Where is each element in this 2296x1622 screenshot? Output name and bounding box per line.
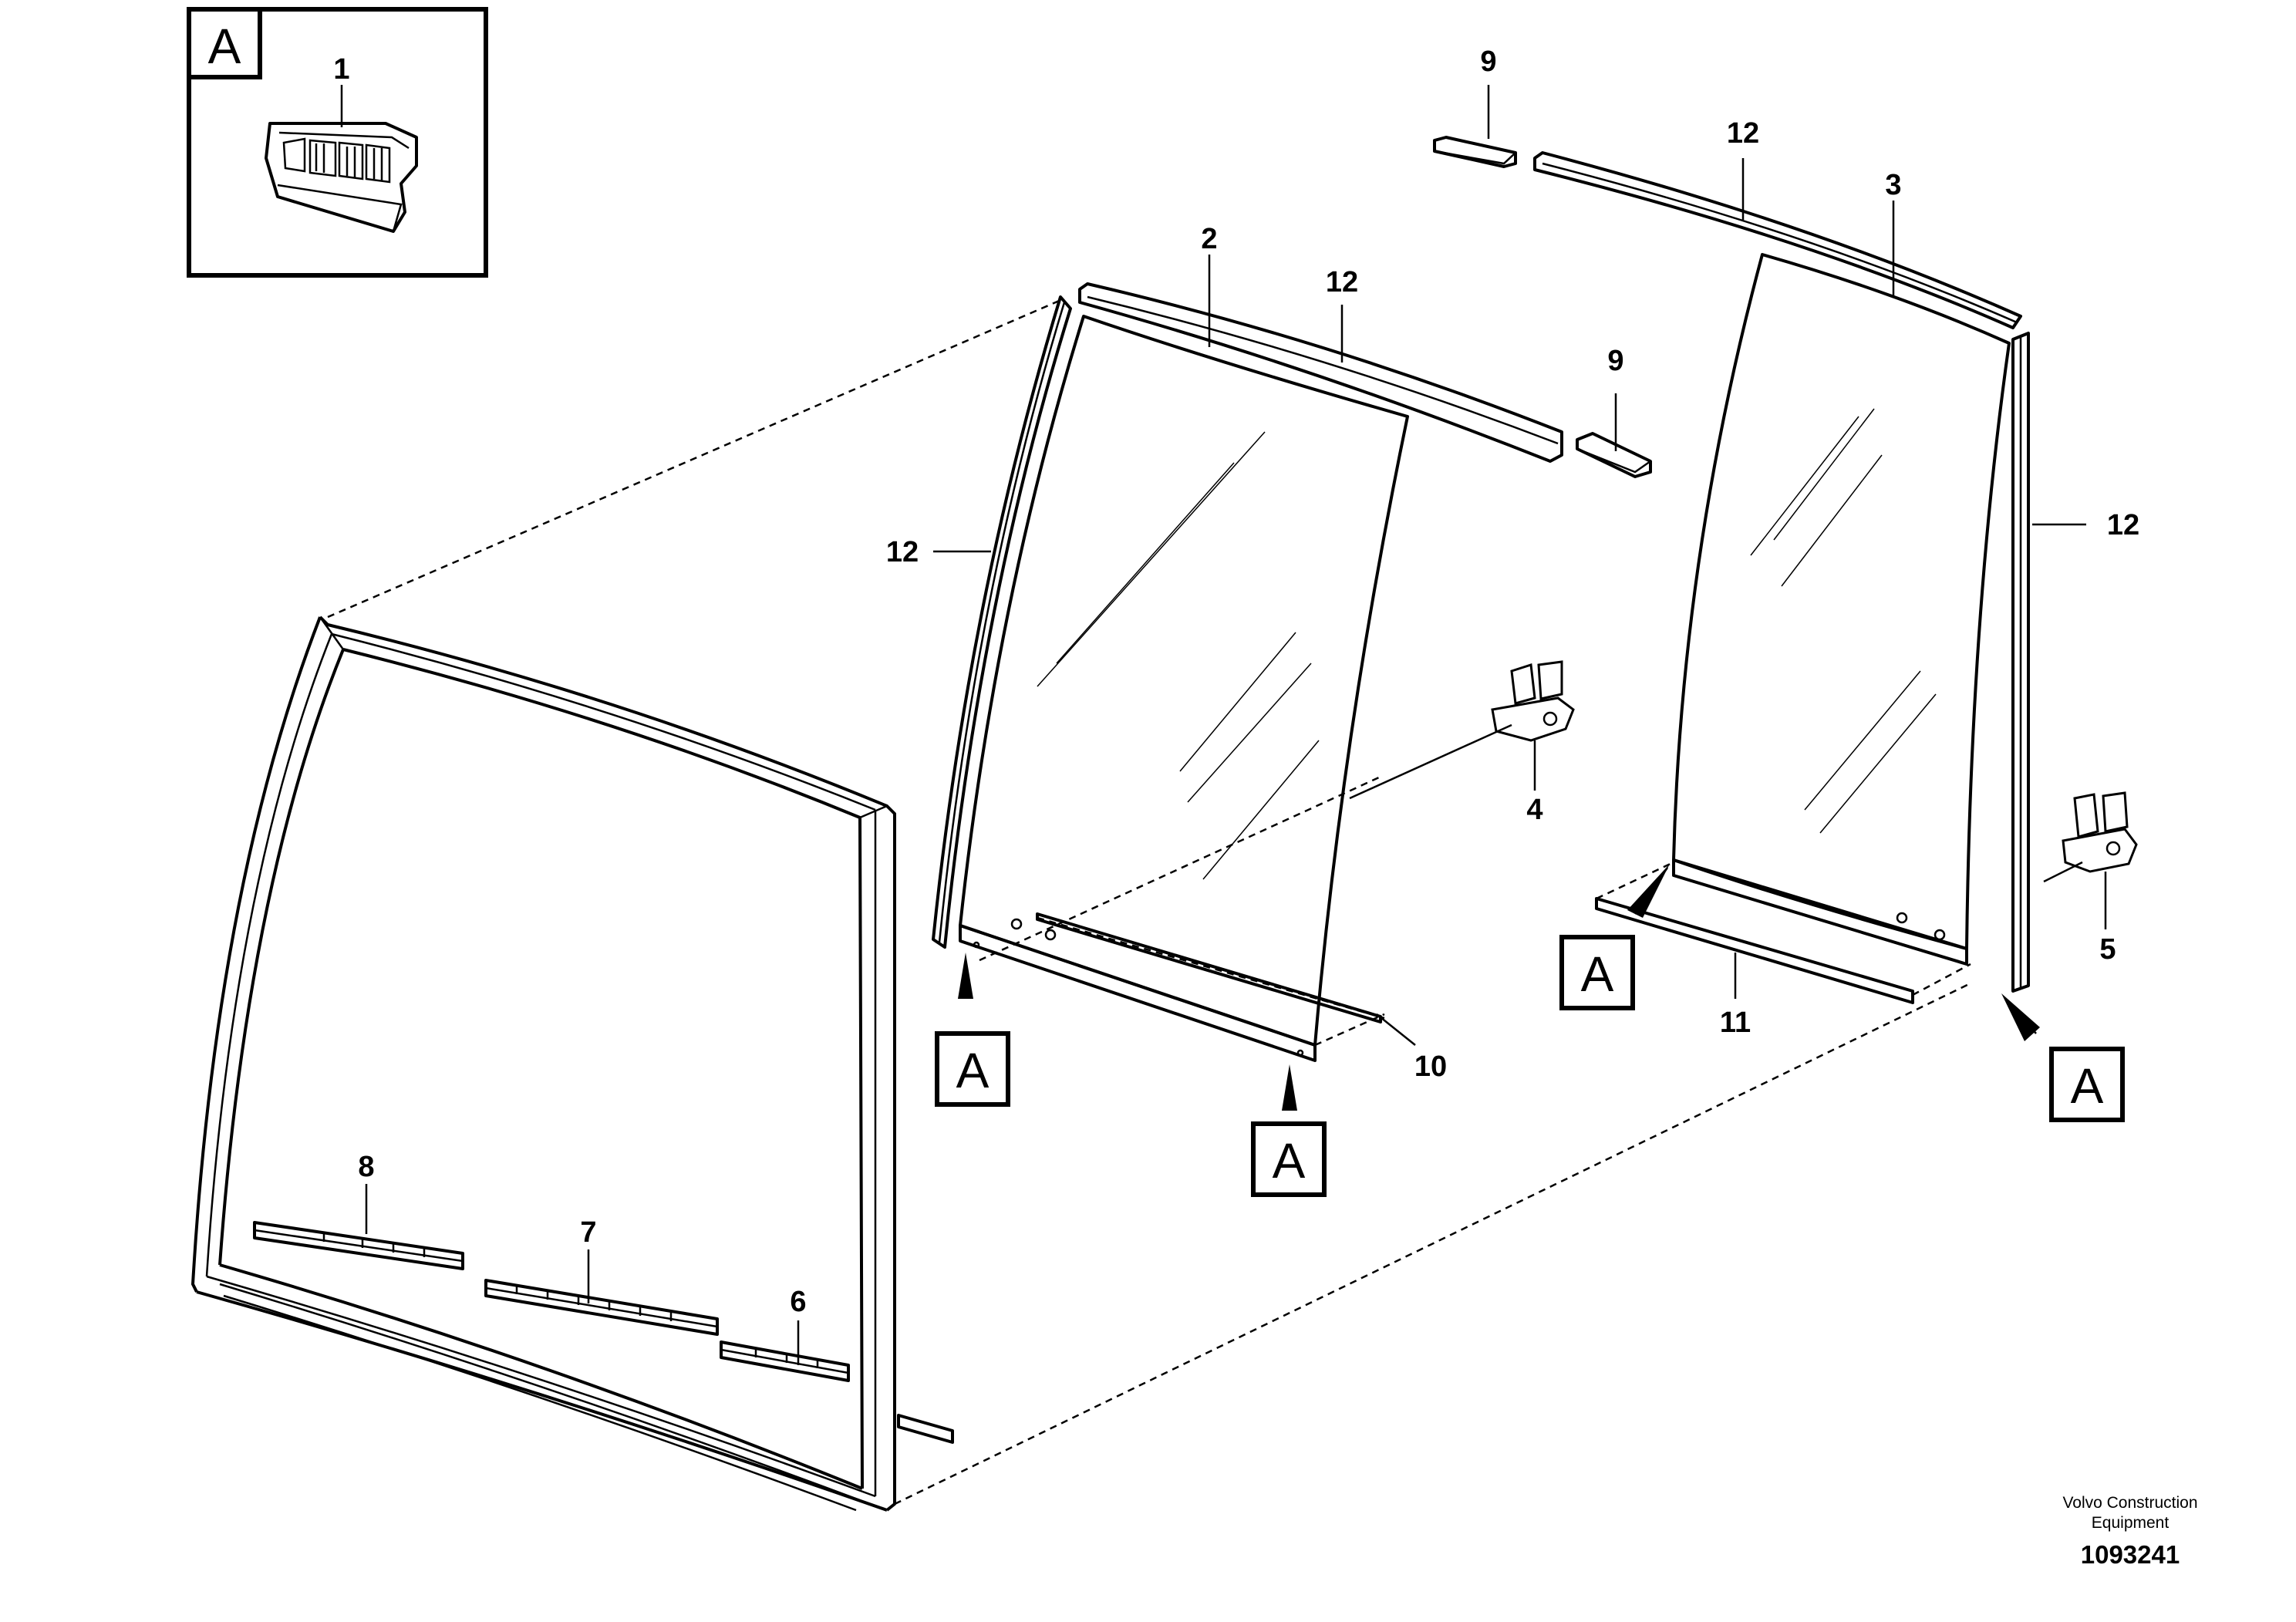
callout-9: 9 — [1607, 345, 1623, 377]
footer: Volvo Construction Equipment 1093241 — [2062, 1494, 2197, 1569]
callout-9: 9 — [1480, 46, 1496, 78]
callout-4: 4 — [1526, 794, 1542, 826]
callout-10: 10 — [1414, 1050, 1447, 1083]
clip-part-1 — [265, 122, 418, 233]
glass-panel-2 — [959, 315, 1409, 1062]
glass-panel-3 — [1595, 253, 2011, 1004]
clip-row-7 — [484, 1279, 719, 1336]
detail-inset-a: A 1 — [187, 7, 488, 278]
callout-12: 12 — [1727, 117, 1759, 150]
ref-marker-a-2: A — [1251, 1064, 1327, 1197]
projection-lines — [327, 298, 1971, 1506]
callout-12: 12 — [1326, 266, 1358, 298]
ref-marker-letter: A — [1581, 946, 1614, 1002]
inset-ref-letter: A — [208, 19, 241, 74]
seal-strip-12-right-vertical — [2011, 332, 2030, 993]
ref-marker-letter: A — [1273, 1133, 1306, 1189]
clip-row-6 — [720, 1340, 850, 1382]
seal-block-9-top — [1433, 136, 1517, 168]
callout-12: 12 — [886, 536, 919, 568]
callout-8: 8 — [358, 1151, 374, 1183]
windshield-frame — [191, 615, 954, 1512]
callout-12: 12 — [2107, 509, 2139, 541]
ref-marker-a-4: A — [2001, 993, 2125, 1122]
ref-marker-letter: A — [956, 1043, 990, 1098]
ref-marker-a-1: A — [935, 953, 1010, 1107]
callout-5: 5 — [2099, 933, 2116, 966]
callout-3: 3 — [1885, 169, 1901, 201]
seal-block-9-mid — [1576, 432, 1652, 478]
callout-1: 1 — [333, 53, 349, 86]
company-name-line-1: Volvo Construction — [2062, 1494, 2197, 1512]
callout-leaders — [365, 85, 2107, 1365]
callout-11: 11 — [1720, 1007, 1751, 1039]
ref-marker-a-3: A — [1559, 864, 1670, 1010]
callout-7: 7 — [580, 1216, 596, 1249]
seal-strip-12-top-right — [1533, 151, 2022, 329]
inset-ref-box — [187, 7, 262, 79]
seal-strip-12-top-left — [1078, 282, 1563, 463]
inset-frame — [187, 7, 488, 278]
callout-6: 6 — [790, 1286, 806, 1318]
seal-strip-12-left-vertical — [932, 295, 1072, 949]
latch-bracket-4 — [1491, 660, 1575, 742]
clip-row-8 — [253, 1221, 464, 1270]
company-name-line-2: Equipment — [2092, 1514, 2170, 1532]
document-number: 1093241 — [2081, 1540, 2180, 1569]
ref-marker-letter: A — [2071, 1058, 2104, 1114]
latch-bracket-5 — [2062, 791, 2138, 873]
callout-2: 2 — [1201, 223, 1217, 255]
callout-numbers: 2 12 3 12 9 9 12 12 4 5 10 11 8 7 6 — [358, 46, 2139, 1318]
